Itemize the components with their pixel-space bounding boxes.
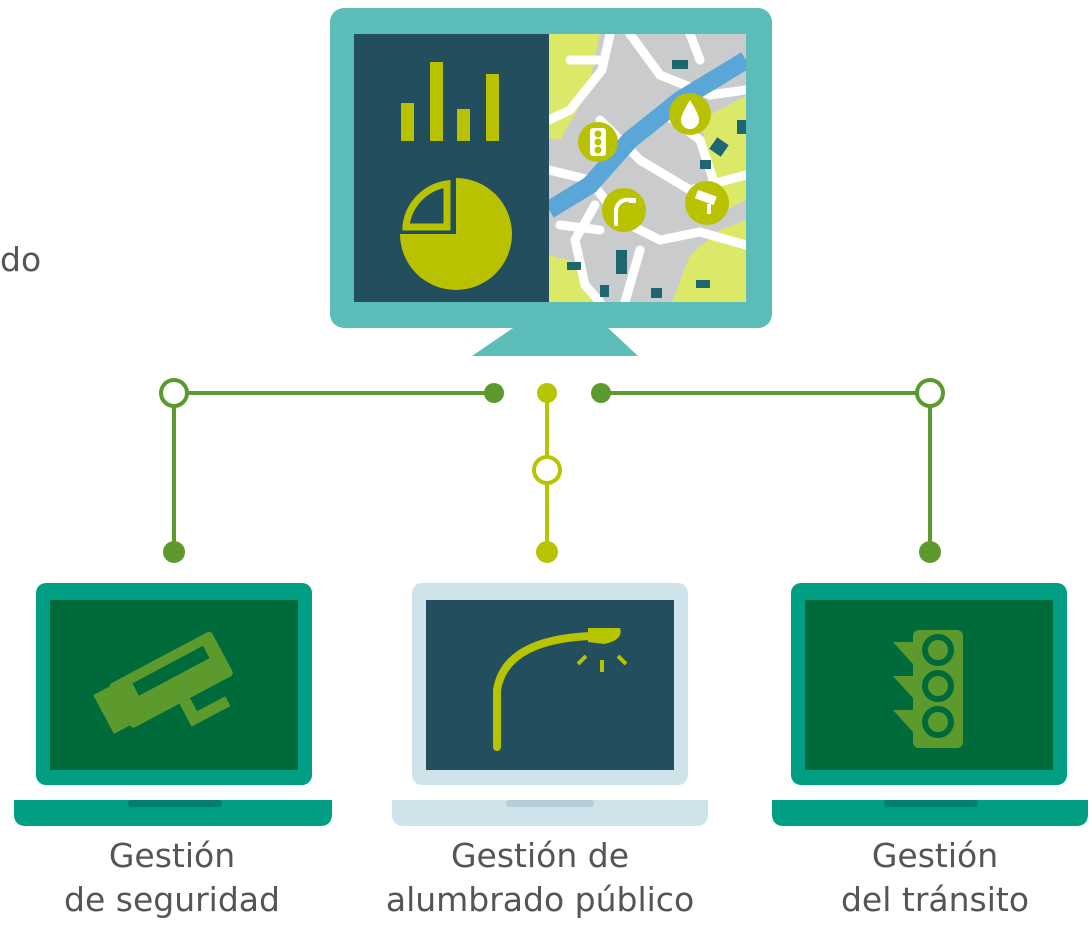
- junction-node: [159, 378, 189, 408]
- street-lamp-icon: [602, 188, 646, 232]
- traffic-light-icon: [893, 630, 963, 748]
- street-lamp-icon: [493, 628, 628, 751]
- endpoint-dot: [591, 383, 611, 403]
- city-map: [549, 34, 746, 302]
- partial-text: do: [0, 240, 42, 279]
- endpoint-dot: [537, 383, 557, 403]
- laptop-lighting: [392, 583, 708, 826]
- junction-node: [915, 378, 945, 408]
- endpoint-dot: [919, 541, 941, 563]
- caption-line: Gestión: [871, 836, 999, 875]
- security-camera-icon: [93, 631, 233, 734]
- endpoint-dot: [536, 541, 558, 563]
- endpoint-dot: [163, 541, 185, 563]
- caption-lighting: Gestión de alumbrado público: [300, 834, 780, 922]
- junction-node: [532, 455, 562, 485]
- caption-line: alumbrado público: [385, 880, 695, 919]
- caption-line: Gestión: [108, 836, 236, 875]
- water-drop-icon: [669, 93, 711, 135]
- endpoint-dot: [484, 383, 504, 403]
- laptop-traffic: [772, 583, 1088, 826]
- bar-chart-icon: [401, 62, 499, 141]
- pie-chart-icon: [400, 178, 512, 290]
- central-monitor: [330, 8, 772, 356]
- caption-traffic: Gestión del tránsito: [800, 834, 1070, 922]
- traffic-light-icon: [578, 122, 618, 162]
- laptop-security: [14, 583, 332, 826]
- monitor-stand: [472, 326, 638, 356]
- security-camera-icon: [685, 181, 729, 225]
- caption-line: de seguridad: [64, 880, 280, 919]
- caption-line: del tránsito: [840, 880, 1030, 919]
- caption-security: Gestión de seguridad: [42, 834, 302, 922]
- caption-line: Gestión de: [450, 836, 630, 875]
- connector-lines: [159, 378, 945, 563]
